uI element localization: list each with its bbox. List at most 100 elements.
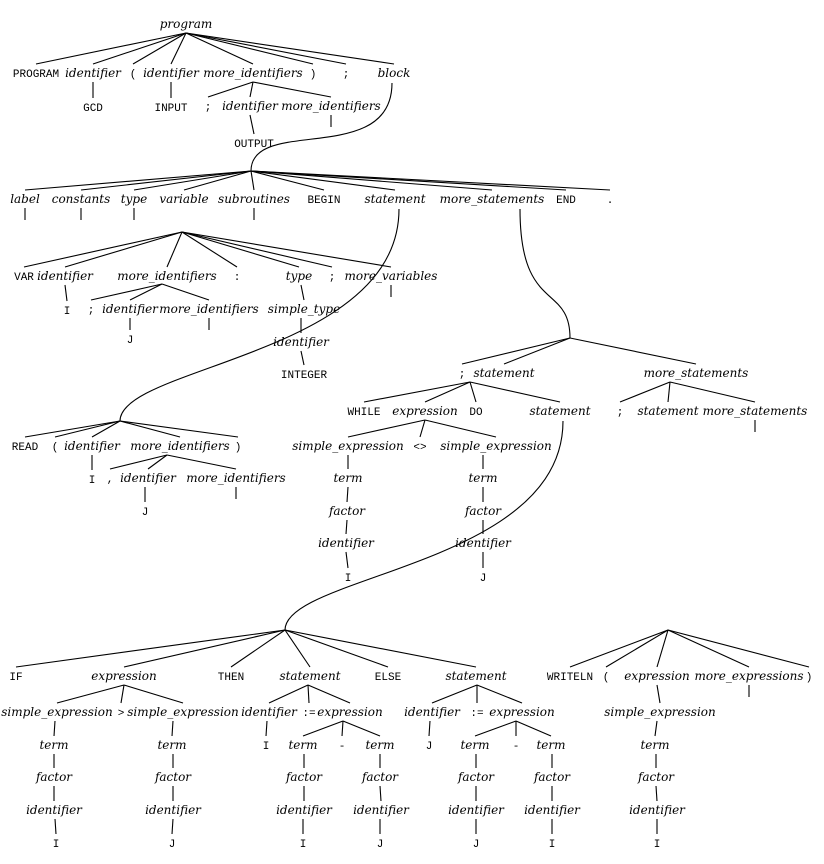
edge-wr_me	[667, 629, 750, 668]
edge-a2_term1	[474, 720, 517, 737]
edge-wr_id	[655, 785, 658, 802]
edge-m2_semi	[619, 381, 671, 403]
edge-p_id2	[170, 32, 187, 65]
node-w-while: WHILE	[347, 407, 380, 419]
edge-wr_rp	[667, 629, 810, 668]
node-a2-assign: :=	[470, 708, 483, 720]
node-v-i: I	[64, 306, 71, 318]
edge-ms_ms	[569, 337, 697, 365]
edge-if_term1	[53, 720, 56, 737]
node-v-st-id: identifier	[273, 335, 330, 349]
node-w-se2: simple_expression	[440, 439, 552, 453]
node-r-j: J	[142, 507, 149, 519]
node-a2-term1: term	[460, 738, 489, 752]
edge-if_expr	[123, 629, 286, 668]
connector-w_stmt	[284, 420, 564, 631]
node-if-term1: term	[39, 738, 68, 752]
node-a1-assign: :=	[302, 708, 315, 720]
edge-b_label	[24, 170, 252, 191]
node-v-j: J	[127, 335, 134, 347]
edge-if_se2	[123, 684, 184, 704]
edge-if_se1	[56, 684, 125, 704]
node-a1-id1: identifier	[276, 803, 333, 817]
node-b-begin: BEGIN	[307, 195, 340, 207]
edge-m2_ms	[669, 381, 756, 403]
node-w-do: DO	[469, 407, 483, 419]
node-wr-lp: (	[603, 672, 610, 684]
node-a1-minus: -	[339, 741, 346, 753]
edge-if_stmt1	[284, 629, 311, 668]
edge-b_statement	[250, 170, 396, 191]
edge-v_type	[181, 231, 300, 268]
edge-if_if	[15, 629, 286, 668]
edge-w_stmt	[469, 381, 561, 403]
node-wr-factor: factor	[637, 770, 675, 784]
node-b-morestmts: more_statements	[440, 192, 545, 206]
node-b-constants: constants	[52, 192, 111, 206]
node-b-end: END	[556, 195, 576, 207]
node-if-id2: identifier	[145, 803, 202, 817]
node-if-else: ELSE	[375, 672, 402, 684]
node-a2-id: identifier	[404, 705, 461, 719]
edge-wr_se	[656, 684, 661, 704]
node-p-program: PROGRAM	[13, 69, 59, 81]
edge-r_id	[91, 420, 121, 438]
edge-ms_stmt	[503, 337, 571, 365]
edge-r_rp	[119, 420, 239, 438]
node-a1-id: identifier	[241, 705, 298, 719]
node-r-read: READ	[12, 442, 39, 454]
node-m2-semi: ;	[617, 407, 624, 419]
edge-b_variable	[183, 170, 252, 191]
node-v-mi-id: identifier	[102, 302, 159, 316]
node-wr-rp: )	[806, 672, 813, 684]
node-w-ne: <>	[413, 442, 426, 454]
edge-a1_id2	[379, 785, 382, 802]
edge-p_rp	[185, 32, 314, 65]
node-if-if: IF	[9, 672, 22, 684]
node-p-mi: more_identifiers	[203, 66, 302, 80]
node-p-gcd: GCD	[83, 103, 103, 115]
node-a1-v1: I	[300, 839, 307, 851]
node-if-factor2: factor	[154, 770, 192, 784]
edge-b_dot	[250, 170, 611, 191]
edge-w_do	[469, 381, 477, 403]
node-v-id: identifier	[37, 269, 94, 283]
node-wr-me: more_expressions	[694, 669, 803, 683]
edge-if_stmt2	[284, 629, 477, 668]
node-w-se1: simple_expression	[292, 439, 404, 453]
node-if-factor1: factor	[35, 770, 73, 784]
node-if-se1: simple_expression	[1, 705, 113, 719]
edge-m2_stmt	[667, 381, 671, 403]
node-if-gt: >	[118, 708, 125, 720]
edge-v_i	[64, 284, 68, 302]
edge-p_output	[249, 114, 255, 135]
node-a2-v1: J	[473, 839, 480, 851]
node-a1-expr: expression	[317, 705, 383, 719]
node-v-mv: more_variables	[345, 269, 438, 283]
edge-w_ne	[419, 419, 426, 438]
edge-p_lp	[132, 32, 187, 65]
node-b-subroutines: subroutines	[218, 192, 290, 206]
edge-a1_i	[265, 720, 268, 737]
node-p-block: block	[378, 66, 411, 80]
node-w-j: J	[480, 573, 487, 585]
edge-w_expr	[424, 381, 471, 403]
edge-r_lp	[54, 420, 121, 438]
edge-a1_minus	[341, 720, 344, 737]
edge-w_se2	[424, 419, 497, 438]
node-wr-se: simple_expression	[604, 705, 716, 719]
node-w-term1: term	[333, 471, 362, 485]
edge-v_mi	[166, 231, 183, 268]
node-b-dot: .	[607, 195, 614, 207]
edge-v_var	[23, 231, 183, 268]
node-p-rp: )	[310, 69, 317, 81]
edge-v_mi_id	[129, 283, 163, 301]
node-p-id2: identifier	[143, 66, 200, 80]
node-w-id1: identifier	[318, 536, 375, 550]
node-a2-factor2: factor	[533, 770, 571, 784]
node-v-type: type	[286, 269, 312, 283]
node-p-mi-mi: more_identifiers	[281, 99, 380, 113]
edge-wr_expr	[656, 629, 669, 668]
node-if-expr: expression	[91, 669, 157, 683]
